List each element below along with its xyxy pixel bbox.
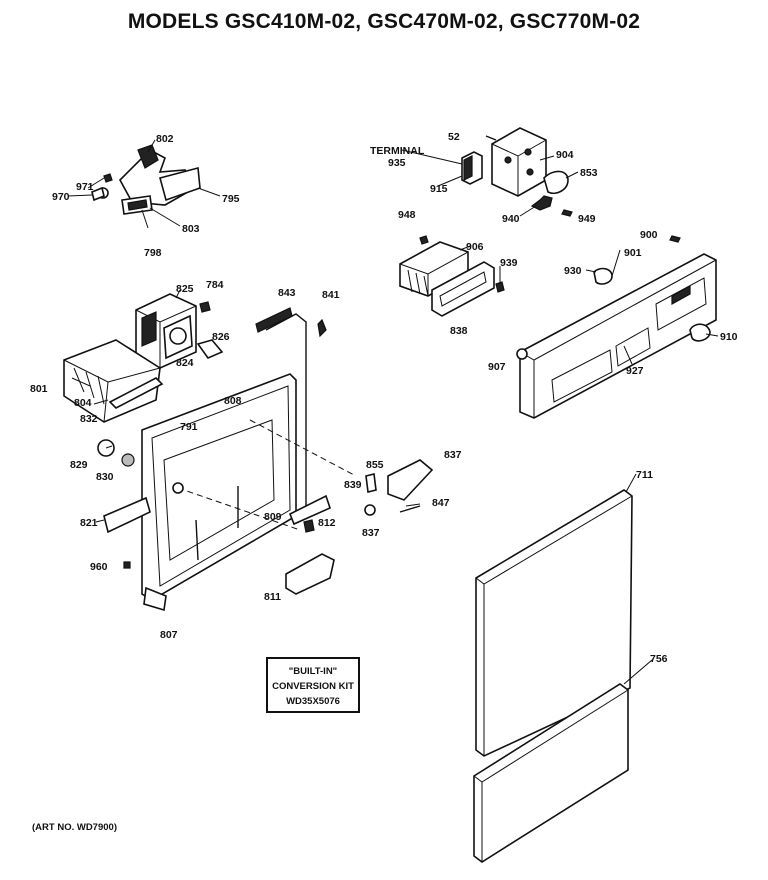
callout-711: 711	[636, 469, 653, 481]
callout-970: 970	[52, 191, 70, 203]
callout-935: 935	[388, 157, 406, 169]
conversion-kit-line1: "BUILT-IN"	[288, 666, 338, 677]
callout-795: 795	[222, 193, 240, 205]
callout-832: 832	[80, 413, 98, 425]
callout-915: 915	[430, 183, 448, 195]
callout-910: 910	[720, 331, 738, 343]
detergent-dispenser	[399, 235, 505, 317]
leader-lines	[67, 139, 719, 685]
conversion-kit-box: "BUILT-IN" CONVERSION KIT WD35X5076	[266, 657, 360, 713]
kickplate-panel	[473, 683, 629, 863]
callout-960: 960	[90, 561, 108, 573]
callout-843: 843	[278, 287, 296, 299]
callout-826: 826	[212, 331, 230, 343]
door-hardware-parts	[97, 439, 434, 595]
callout-927: 927	[626, 365, 644, 377]
callout-825: 825	[176, 283, 194, 295]
callout-838: 838	[450, 325, 468, 337]
callout-847: 847	[432, 497, 450, 509]
callout-904: 904	[556, 149, 574, 161]
callout-labels: 802 971 970 795 803 798 52 TERMINAL 935 …	[30, 131, 738, 665]
callout-855: 855	[366, 459, 384, 471]
outer-door-panel	[475, 489, 633, 757]
callout-940: 940	[502, 213, 520, 225]
callout-791: 791	[180, 421, 198, 433]
callout-930: 930	[564, 265, 582, 277]
callout-830: 830	[96, 471, 114, 483]
control-console-panel	[516, 235, 717, 419]
callout-801: 801	[30, 383, 48, 395]
callout-798: 798	[144, 247, 162, 259]
callout-807: 807	[160, 629, 178, 641]
conversion-kit-line2: CONVERSION KIT	[272, 681, 354, 692]
callout-841: 841	[322, 289, 340, 301]
callout-837-lower: 837	[362, 527, 380, 539]
callout-837: 837	[444, 449, 462, 461]
callout-824: 824	[176, 357, 194, 369]
page-title: MODELS GSC410M-02, GSC470M-02, GSC770M-0…	[127, 10, 641, 33]
conversion-kit-line3: WD35X5076	[286, 696, 340, 707]
callout-812: 812	[318, 517, 336, 529]
callout-821: 821	[80, 517, 98, 529]
callout-802: 802	[156, 133, 174, 145]
callout-804: 804	[74, 397, 92, 409]
callout-949: 949	[578, 213, 596, 225]
callout-900: 900	[640, 229, 658, 241]
terminal-label: TERMINAL	[370, 145, 425, 157]
callout-811: 811	[264, 591, 281, 603]
switch-bracket-group	[63, 293, 224, 423]
callout-756: 756	[650, 653, 668, 665]
inner-door-frame	[141, 307, 357, 612]
art-number: (ART NO. WD7900)	[32, 822, 117, 833]
timer-assembly	[461, 127, 573, 217]
callout-948: 948	[398, 209, 416, 221]
latch-switch-assembly	[91, 144, 201, 229]
callout-853: 853	[580, 167, 598, 179]
callout-906: 906	[466, 241, 484, 253]
callout-803: 803	[182, 223, 200, 235]
callout-829: 829	[70, 459, 88, 471]
callout-971: 971	[76, 181, 94, 193]
callout-907: 907	[488, 361, 506, 373]
callout-809: 809	[264, 511, 282, 523]
callout-901: 901	[624, 247, 642, 259]
callout-839: 839	[344, 479, 362, 491]
callout-939: 939	[500, 257, 518, 269]
callout-808: 808	[224, 395, 242, 407]
callout-52: 52	[448, 131, 460, 143]
callout-784: 784	[206, 279, 224, 291]
